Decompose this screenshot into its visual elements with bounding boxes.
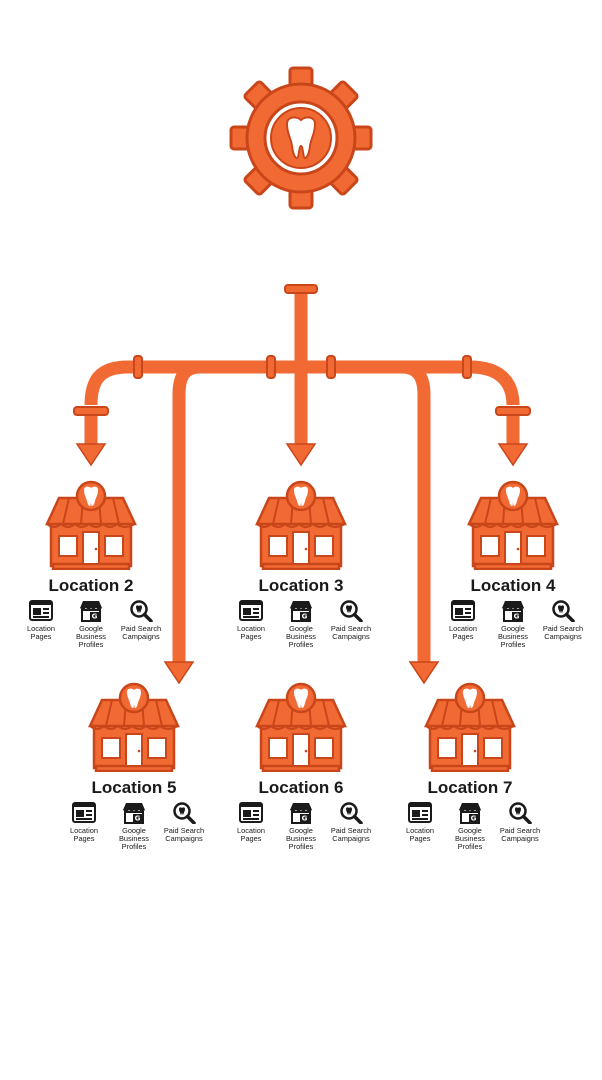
service-location-pages: Location Pages	[396, 802, 444, 843]
service-paid-search-campaigns: Paid Search Campaigns	[327, 802, 375, 843]
svg-text:G: G	[92, 613, 98, 621]
google-business-icon: G	[110, 802, 158, 824]
service-paid-search-campaigns: Paid Search Campaigns	[117, 600, 165, 641]
location-title: Location 7	[427, 778, 513, 797]
service-label: Google Business Profiles	[455, 826, 485, 852]
google-business-icon: G	[446, 802, 494, 824]
location-pages-icon	[60, 802, 108, 824]
service-location-pages: Location Pages	[227, 802, 275, 843]
location-pages-icon	[227, 802, 275, 824]
service-label: Paid Search Campaigns	[499, 826, 541, 844]
dental-store-icon	[467, 480, 559, 571]
service-google-business-profiles: G Google Business Profiles	[67, 600, 115, 650]
dental-store-icon	[88, 682, 180, 773]
location-title: Location 2	[48, 576, 134, 595]
service-location-pages: Location Pages	[227, 600, 275, 641]
svg-text:G: G	[302, 815, 308, 823]
service-paid-search-campaigns: Paid Search Campaigns	[327, 600, 375, 641]
dental-store-icon	[255, 480, 347, 571]
paid-search-icon	[327, 802, 375, 824]
svg-text:G: G	[514, 613, 520, 621]
location-pages-icon	[439, 600, 487, 622]
service-label: Location Pages	[237, 826, 265, 844]
gear-tooth-icon	[229, 66, 373, 210]
service-label: Location Pages	[449, 624, 477, 642]
service-label: Paid Search Campaigns	[330, 826, 372, 844]
service-label: Location Pages	[70, 826, 98, 844]
service-label: Google Business Profiles	[76, 624, 106, 650]
location-pages-icon	[17, 600, 65, 622]
location-pages-icon	[227, 600, 275, 622]
location-title: Location 4	[470, 576, 556, 595]
google-business-icon: G	[67, 600, 115, 622]
service-location-pages: Location Pages	[17, 600, 65, 641]
service-paid-search-campaigns: Paid Search Campaigns	[496, 802, 544, 843]
service-label: Google Business Profiles	[119, 826, 149, 852]
google-business-icon: G	[489, 600, 537, 622]
dental-store-icon	[424, 682, 516, 773]
service-label: Paid Search Campaigns	[330, 624, 372, 642]
service-label: Paid Search Campaigns	[163, 826, 205, 844]
service-label: Google Business Profiles	[498, 624, 528, 650]
paid-search-icon	[496, 802, 544, 824]
location-title: Location 6	[258, 778, 344, 797]
service-google-business-profiles: G Google Business Profiles	[489, 600, 537, 650]
service-label: Google Business Profiles	[286, 624, 316, 650]
svg-text:G: G	[135, 815, 141, 823]
service-paid-search-campaigns: Paid Search Campaigns	[539, 600, 587, 641]
service-google-business-profiles: G Google Business Profiles	[446, 802, 494, 852]
location-title: Location 5	[91, 778, 177, 797]
service-google-business-profiles: G Google Business Profiles	[277, 802, 325, 852]
service-location-pages: Location Pages	[439, 600, 487, 641]
dental-store-icon	[45, 480, 137, 571]
location-title: Location 3	[258, 576, 344, 595]
google-business-icon: G	[277, 600, 325, 622]
service-google-business-profiles: G Google Business Profiles	[277, 600, 325, 650]
service-label: Paid Search Campaigns	[542, 624, 584, 642]
svg-text:G: G	[471, 815, 477, 823]
google-business-icon: G	[277, 802, 325, 824]
paid-search-icon	[117, 600, 165, 622]
service-label: Google Business Profiles	[286, 826, 316, 852]
service-location-pages: Location Pages	[60, 802, 108, 843]
dental-store-icon	[255, 682, 347, 773]
service-label: Location Pages	[406, 826, 434, 844]
paid-search-icon	[160, 802, 208, 824]
svg-text:G: G	[302, 613, 308, 621]
service-paid-search-campaigns: Paid Search Campaigns	[160, 802, 208, 843]
paid-search-icon	[327, 600, 375, 622]
service-label: Location Pages	[237, 624, 265, 642]
service-label: Location Pages	[27, 624, 55, 642]
service-google-business-profiles: G Google Business Profiles	[110, 802, 158, 852]
location-pages-icon	[396, 802, 444, 824]
paid-search-icon	[539, 600, 587, 622]
service-label: Paid Search Campaigns	[120, 624, 162, 642]
